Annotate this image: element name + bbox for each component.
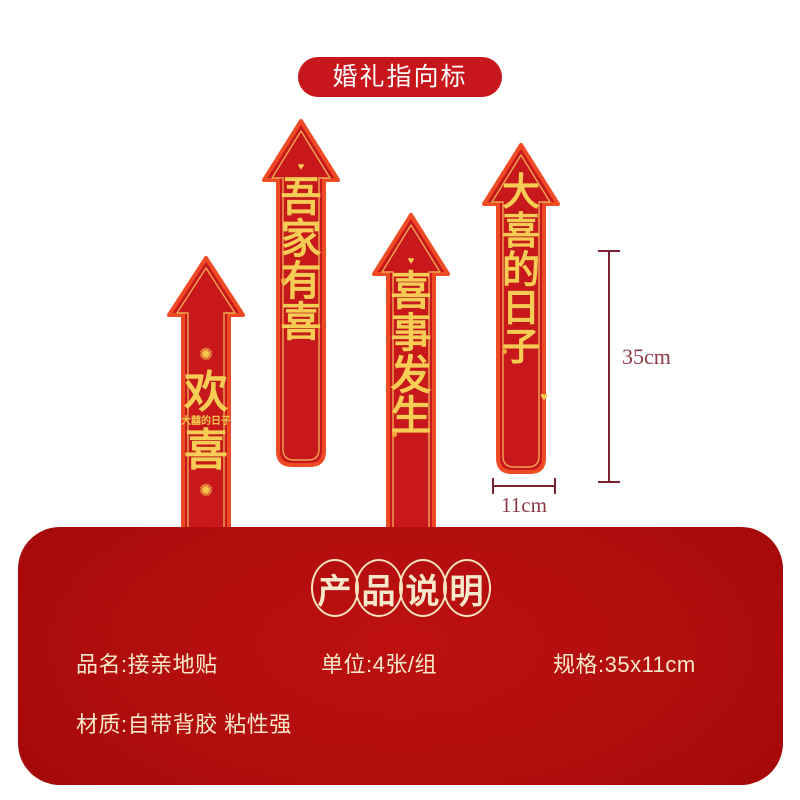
spec-size: 规格:35x11cm <box>553 652 696 677</box>
arrow-sign-wujiayouxi[interactable]: ♥ 吾 家 有 喜 <box>261 118 341 468</box>
dimension-line-width <box>492 478 556 494</box>
heading-char: 产 <box>310 559 359 617</box>
product-spec-row: 品名:接亲地贴 单位:4张/组 规格:35x11cm <box>18 647 783 679</box>
accent-dot <box>281 278 286 283</box>
heading-char: 品 <box>354 559 403 617</box>
heart-icon: ♥ <box>540 389 548 404</box>
dimension-cap-bottom <box>598 481 620 483</box>
accent-dot <box>502 349 507 354</box>
product-spec-row: 材质:自带背胶 粘性强 <box>18 707 783 739</box>
product-description-heading: 产 品 说 明 <box>18 559 783 617</box>
spec-product-name: 品名:接亲地贴 <box>76 652 218 677</box>
product-spec-list: 品名:接亲地贴 单位:4张/组 规格:35x11cm 材质:自带背胶 粘性强 <box>18 647 783 767</box>
heading-char: 明 <box>442 559 491 617</box>
spec-unit: 单位:4张/组 <box>321 652 437 677</box>
dimension-cap-right <box>554 478 556 494</box>
heading-char: 说 <box>398 559 447 617</box>
product-description-panel: 产 品 说 明 品名:接亲地贴 单位:4张/组 规格:35x11cm 材质:自带… <box>18 527 783 785</box>
page-title-badge: 婚礼指向标 <box>298 57 502 97</box>
dimension-label-width: 11cm <box>501 493 547 517</box>
dimension-cap-top <box>598 250 620 252</box>
page-title: 婚礼指向标 <box>332 62 468 91</box>
dimension-line-height <box>598 250 620 483</box>
dimension-label-height: 35cm <box>622 344 671 369</box>
dimension-cap-left <box>492 478 494 494</box>
spec-material: 材质:自带背胶 粘性强 <box>76 712 292 737</box>
product-gallery: ✺ 欢 大囍的日子 喜 ✺ ♥ 吾 家 有 喜 <box>0 100 800 589</box>
arrow-sign-daxiderizi[interactable]: 大 喜 的 日 子 ♥ <box>481 142 561 475</box>
arrow-sign-xishifasheng[interactable]: ♥ 喜 事 发 生 <box>371 212 451 544</box>
accent-dot <box>392 432 397 437</box>
